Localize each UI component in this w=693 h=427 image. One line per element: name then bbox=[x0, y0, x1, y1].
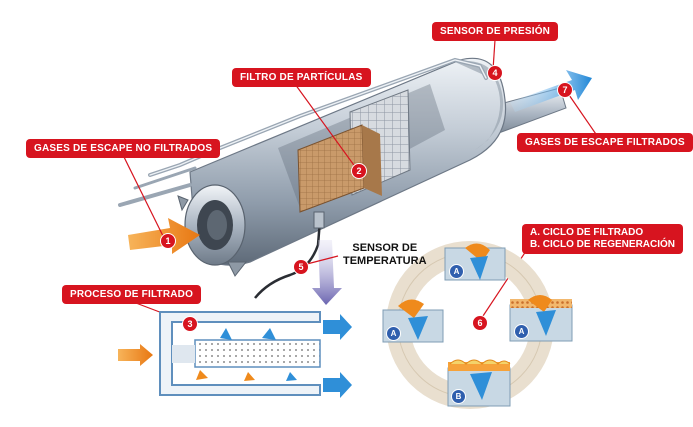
marker-3: 3 bbox=[182, 316, 198, 332]
label-filtration-process: PROCESO DE FILTRADO bbox=[62, 285, 202, 304]
filtered-gas-arrow bbox=[510, 70, 592, 112]
marker-1: 1 bbox=[160, 233, 176, 249]
label-cycle-a: A. CICLO DE FILTRADO bbox=[530, 227, 644, 238]
marker-7: 7 bbox=[557, 82, 573, 98]
cycle-badge-bottom: B bbox=[451, 389, 466, 404]
label-temperature-sensor-line1: SENSOR DE bbox=[352, 242, 418, 254]
marker-6: 6 bbox=[472, 315, 488, 331]
filtration-process-diagram bbox=[118, 311, 352, 398]
marker-5: 5 bbox=[293, 259, 309, 275]
marker-4: 4 bbox=[487, 65, 503, 81]
label-filtered-gas: GASES DE ESCAPE FILTRADOS bbox=[517, 133, 693, 152]
label-cycles: A. CICLO DE FILTRADO B. CICLO DE REGENER… bbox=[522, 224, 684, 254]
dpf-unit bbox=[118, 57, 567, 299]
temperature-arrow bbox=[312, 240, 342, 305]
label-cycle-b: B. CICLO DE REGENERACIÓN bbox=[530, 239, 676, 250]
cycle-badge-left: A bbox=[386, 326, 401, 341]
cycle-badge-right: A bbox=[514, 324, 529, 339]
cycle-badge-top: A bbox=[449, 264, 464, 279]
label-pressure-sensor: SENSOR DE PRESIÓN bbox=[432, 22, 559, 41]
label-unfiltered-gas: GASES DE ESCAPE NO FILTRADOS bbox=[26, 139, 221, 158]
marker-2: 2 bbox=[351, 163, 367, 179]
label-temperature-sensor-line2: TEMPERATURA bbox=[343, 255, 427, 267]
label-temperature-sensor: SENSOR DE TEMPERATURA bbox=[343, 242, 427, 268]
label-particle-filter: FILTRO DE PARTÍCULAS bbox=[232, 68, 371, 87]
